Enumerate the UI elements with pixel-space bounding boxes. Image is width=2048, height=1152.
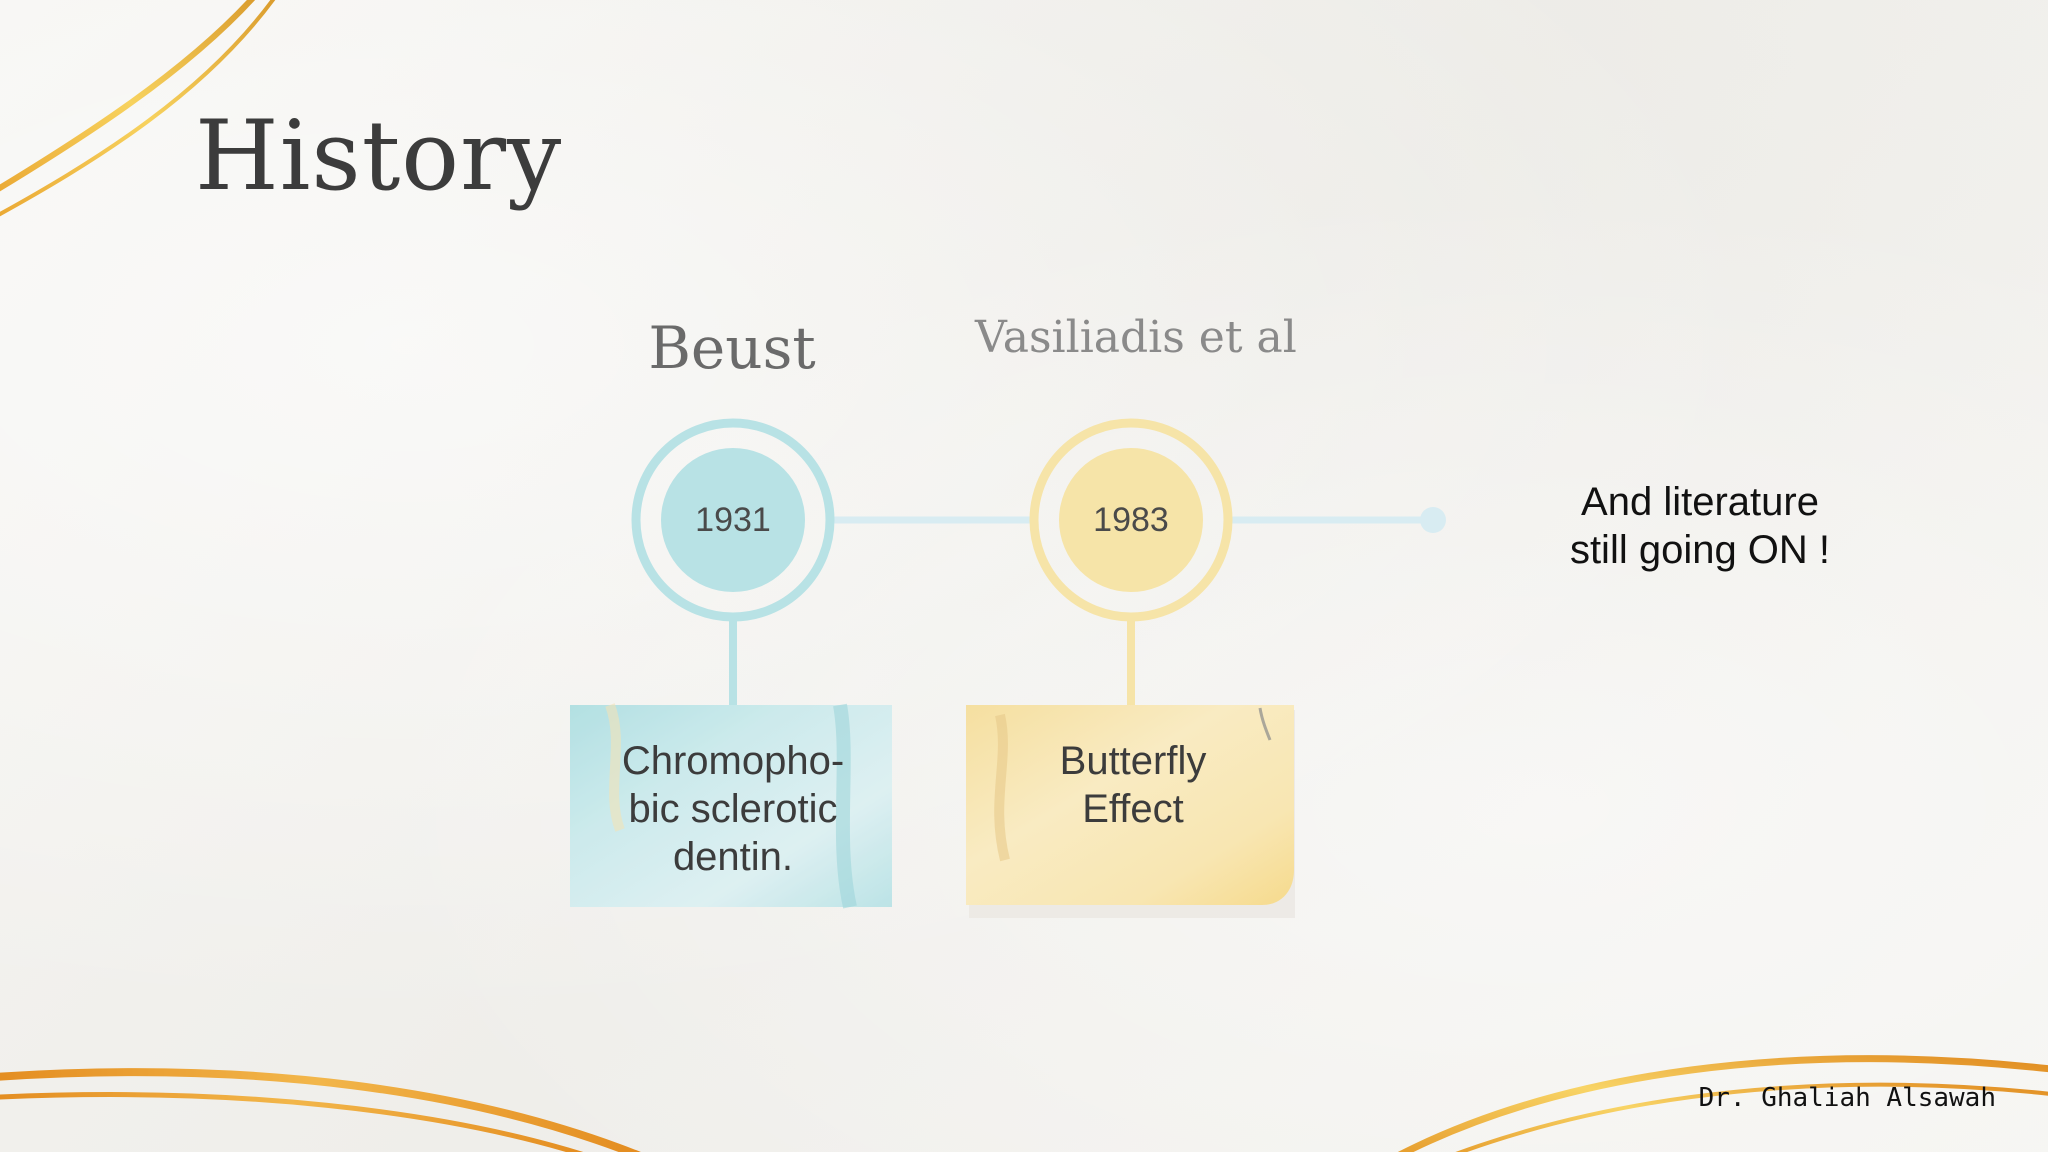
timeline-description-1931: Chromopho- bic sclerotic dentin. — [621, 739, 845, 879]
gold-arc-bottom-right — [1397, 1055, 2048, 1152]
description-card-1931 — [570, 703, 892, 909]
gold-arc-top-left — [0, 0, 276, 217]
timeline-person-beust: Beust — [648, 314, 816, 382]
author-credit: Dr. Ghaliah Alsawah — [1698, 1083, 1996, 1113]
timeline-end-dot — [1420, 507, 1446, 533]
timeline-year-1931: 1931 — [695, 501, 771, 539]
timeline-description-1983: Butterfly Effect — [1059, 739, 1207, 831]
timeline-year-1983: 1983 — [1093, 501, 1169, 539]
timeline-person-vasiliadis: Vasiliadis et al — [975, 312, 1297, 363]
year-node-1931 — [631, 418, 835, 622]
timeline-line — [833, 507, 1446, 533]
gold-arc-bottom-left — [0, 1068, 641, 1152]
description-card-1983 — [966, 705, 1295, 918]
page-title: History — [195, 100, 563, 212]
literature-note: And literature still going ON ! — [1569, 480, 1831, 572]
year-node-1983 — [1029, 418, 1233, 622]
